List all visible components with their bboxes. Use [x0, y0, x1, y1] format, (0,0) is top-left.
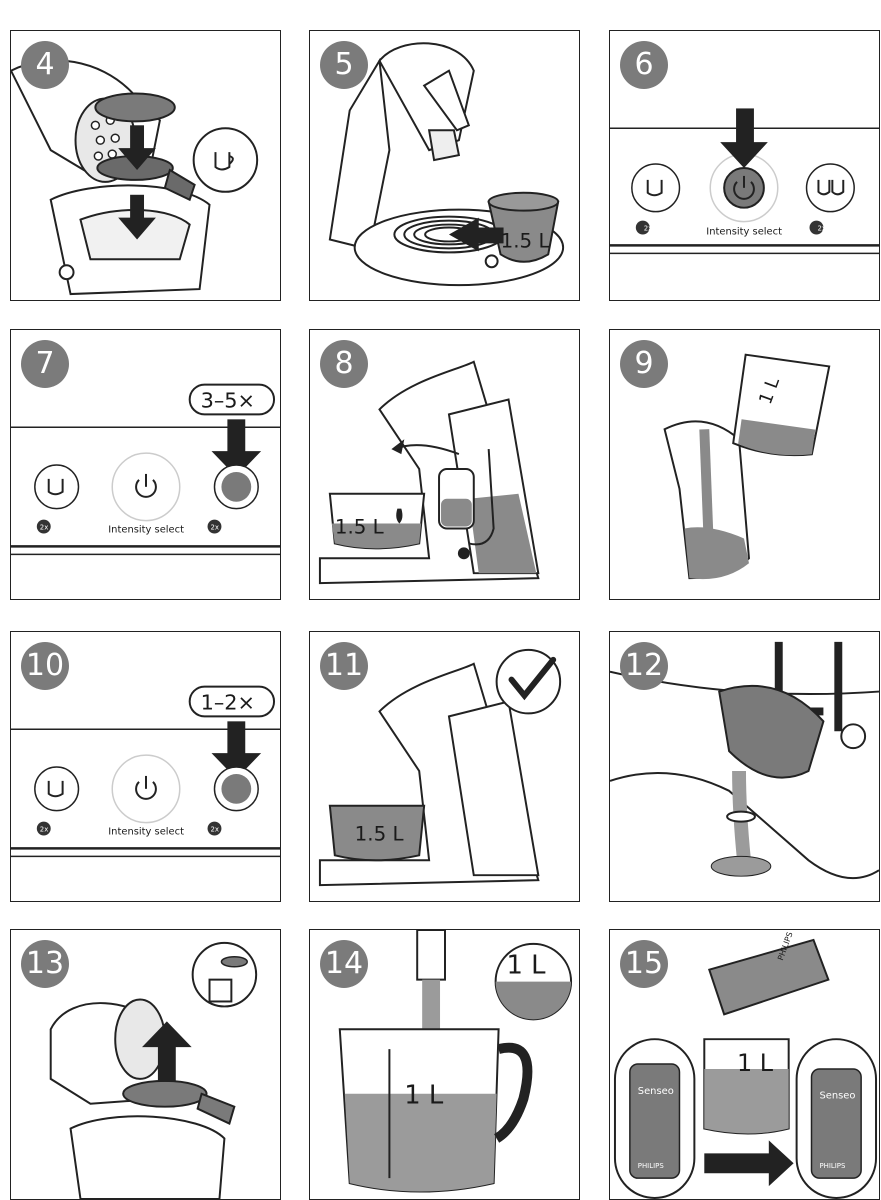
step-number: 15 [620, 940, 668, 988]
step-14-panel: 1 L 1 L 14 [309, 929, 580, 1200]
svg-text:Senseo: Senseo [638, 1086, 674, 1097]
step-number: 8 [320, 340, 368, 388]
two-cups-button [805, 163, 855, 213]
descaling-cycle-illustration: 1.5 L [318, 360, 540, 585]
one-cup-button [631, 163, 681, 213]
step-number: 14 [320, 940, 368, 988]
step-number: 12 [620, 642, 668, 690]
single-cup-icon [192, 127, 259, 193]
empty-into-sink-illustration [610, 641, 879, 880]
step-number: 9 [620, 340, 668, 388]
svg-text:2x: 2x [211, 524, 220, 532]
intensity-select-label: Intensity select [706, 226, 782, 237]
machine-water-reservoir-illustration: 1.5 L [328, 42, 565, 287]
repeat-badge [188, 383, 276, 416]
step-15-panel: PHILIPS 1 L Senseo PHILIPS Senseo PHILIP… [609, 929, 880, 1200]
jug-fill-mark: 1 L [404, 1081, 444, 1111]
step-4-panel: 4 [10, 30, 281, 301]
svg-text:Intensity select: Intensity select [108, 826, 184, 837]
carafe-volume: 1.5 L [335, 515, 384, 538]
svg-text:2x: 2x [40, 524, 49, 532]
badge-volume: 1 L [507, 951, 547, 981]
step-12-panel: 12 [609, 631, 880, 902]
step-number: 7 [21, 340, 69, 388]
svg-text:PHILIPS: PHILIPS [819, 1162, 846, 1170]
fill-reservoir-illustration: 1 L [663, 353, 831, 580]
cycle-complete-illustration: 1.5 L [318, 648, 562, 887]
control-panel-repeat-illustration: 1–2× Intensity select 2x 2x [11, 685, 280, 858]
remove-pod-illustration [49, 941, 258, 1199]
step-8-panel: 1.5 L 8 [309, 329, 580, 600]
step-number: 5 [320, 41, 368, 89]
svg-text:Intensity select: Intensity select [108, 524, 184, 535]
svg-text:PHILIPS: PHILIPS [638, 1162, 665, 1170]
step-13-panel: 13 [10, 929, 281, 1200]
svg-text:2x: 2x [817, 225, 826, 233]
step-number: 4 [21, 41, 69, 89]
repeat-count: 3–5× [201, 388, 255, 412]
svg-text:2x: 2x [644, 225, 653, 233]
machine-open-pod-holder-illustration [11, 59, 259, 296]
step-number: 10 [21, 642, 69, 690]
step-6-panel: Intensity select 2x 2x 6 [609, 30, 880, 301]
step-number: 6 [620, 41, 668, 89]
reservoir-volume: 1.5 L [501, 229, 550, 252]
svg-text:Senseo: Senseo [819, 1091, 855, 1102]
step-7-panel: 3–5× Intensity select 2x 2x 7 [10, 329, 281, 600]
step-number: 13 [21, 940, 69, 988]
step-5-panel: 1.5 L 5 [309, 30, 580, 301]
jug-volume: 1 L [737, 1049, 774, 1077]
step-9-panel: 1 L 9 [609, 329, 880, 600]
svg-text:2x: 2x [40, 826, 49, 834]
checkmark-icon [495, 648, 562, 715]
svg-text:2x: 2x [211, 826, 220, 834]
carafe-volume: 1.5 L [355, 822, 404, 845]
control-panel-repeat-illustration: 3–5× Intensity select 2x 2x [11, 383, 280, 556]
step-10-panel: 1–2× Intensity select 2x 2x 10 [10, 631, 281, 902]
control-panel-illustration: Intensity select 2x 2x [610, 108, 879, 255]
step-11-panel: 1.5 L 11 [309, 631, 580, 902]
repeat-count: 1–2× [201, 690, 255, 714]
add-descaler-illustration: PHILIPS 1 L Senseo PHILIPS Senseo PHILIP… [613, 931, 878, 1199]
step-number: 11 [320, 642, 368, 690]
fill-jug-with-water-illustration: 1 L 1 L [338, 930, 573, 1193]
